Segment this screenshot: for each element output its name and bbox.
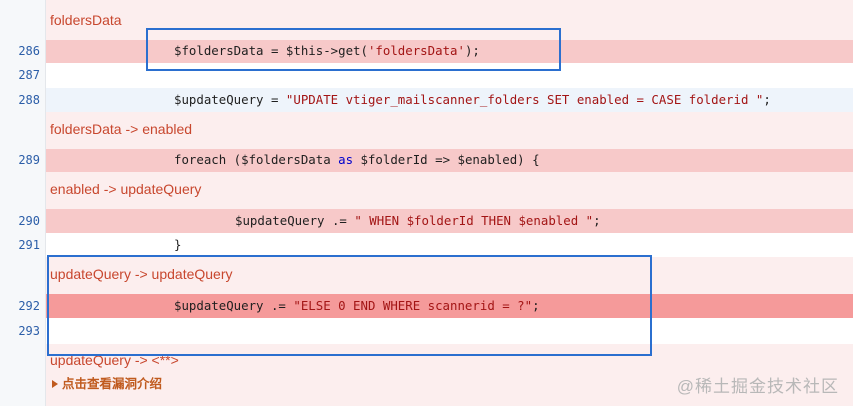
code-line: 287 [0, 63, 853, 87]
gutter-divider [45, 0, 46, 406]
code-line: 286 $foldersData = $this->get('foldersDa… [0, 40, 853, 63]
annotation-row: enabled -> updateQuery [0, 172, 853, 209]
code-text: foreach ($foldersData as $folderId => $e… [174, 152, 540, 167]
triangle-right-icon [52, 380, 58, 388]
annotation-row: updateQuery -> updateQuery [0, 257, 853, 294]
code-line: 290 $updateQuery .= " WHEN $folderId THE… [0, 209, 853, 233]
annotation-row: foldersData [0, 0, 853, 40]
code-line: 289 foreach ($foldersData as $folderId =… [0, 149, 853, 172]
line-number[interactable]: 293 [18, 324, 40, 338]
code-line-sink: 292 $updateQuery .= "ELSE 0 END WHERE sc… [0, 294, 853, 318]
annotation-label: foldersData -> enabled [50, 121, 193, 137]
code-line: 288 $updateQuery = "UPDATE vtiger_mailsc… [0, 88, 853, 112]
line-number[interactable]: 286 [18, 44, 40, 58]
annotation-label: updateQuery -> updateQuery [50, 266, 233, 282]
trace-row: 点击查看漏洞介绍 [0, 370, 853, 398]
line-number[interactable]: 287 [18, 68, 40, 82]
code-text: $updateQuery = "UPDATE vtiger_mailscanne… [174, 92, 771, 107]
code-line: 291 } [0, 233, 853, 257]
code-text: $foldersData = $this->get('foldersData')… [174, 43, 480, 58]
code-text: $updateQuery .= " WHEN $folderId THEN $e… [235, 213, 601, 228]
line-number[interactable]: 292 [18, 299, 40, 313]
code-line: 293 [0, 318, 853, 344]
line-number[interactable]: 289 [18, 153, 40, 167]
line-number[interactable]: 291 [18, 238, 40, 252]
code-text: } [174, 237, 182, 252]
annotation-label: foldersData [50, 12, 122, 28]
annotation-label: enabled -> updateQuery [50, 181, 202, 197]
line-number[interactable]: 288 [18, 93, 40, 107]
code-text: $updateQuery .= "ELSE 0 END WHERE scanne… [174, 298, 540, 313]
annotation-label: updateQuery -> <**> [50, 352, 179, 368]
vulnerability-details-link[interactable]: 点击查看漏洞介绍 [52, 374, 162, 394]
line-number-gutter [0, 0, 45, 406]
annotation-row: foldersData -> enabled [0, 112, 853, 149]
vulnerability-details-label: 点击查看漏洞介绍 [62, 377, 163, 391]
line-number[interactable]: 290 [18, 214, 40, 228]
watermark: @稀土掘金技术社区 [676, 377, 839, 396]
